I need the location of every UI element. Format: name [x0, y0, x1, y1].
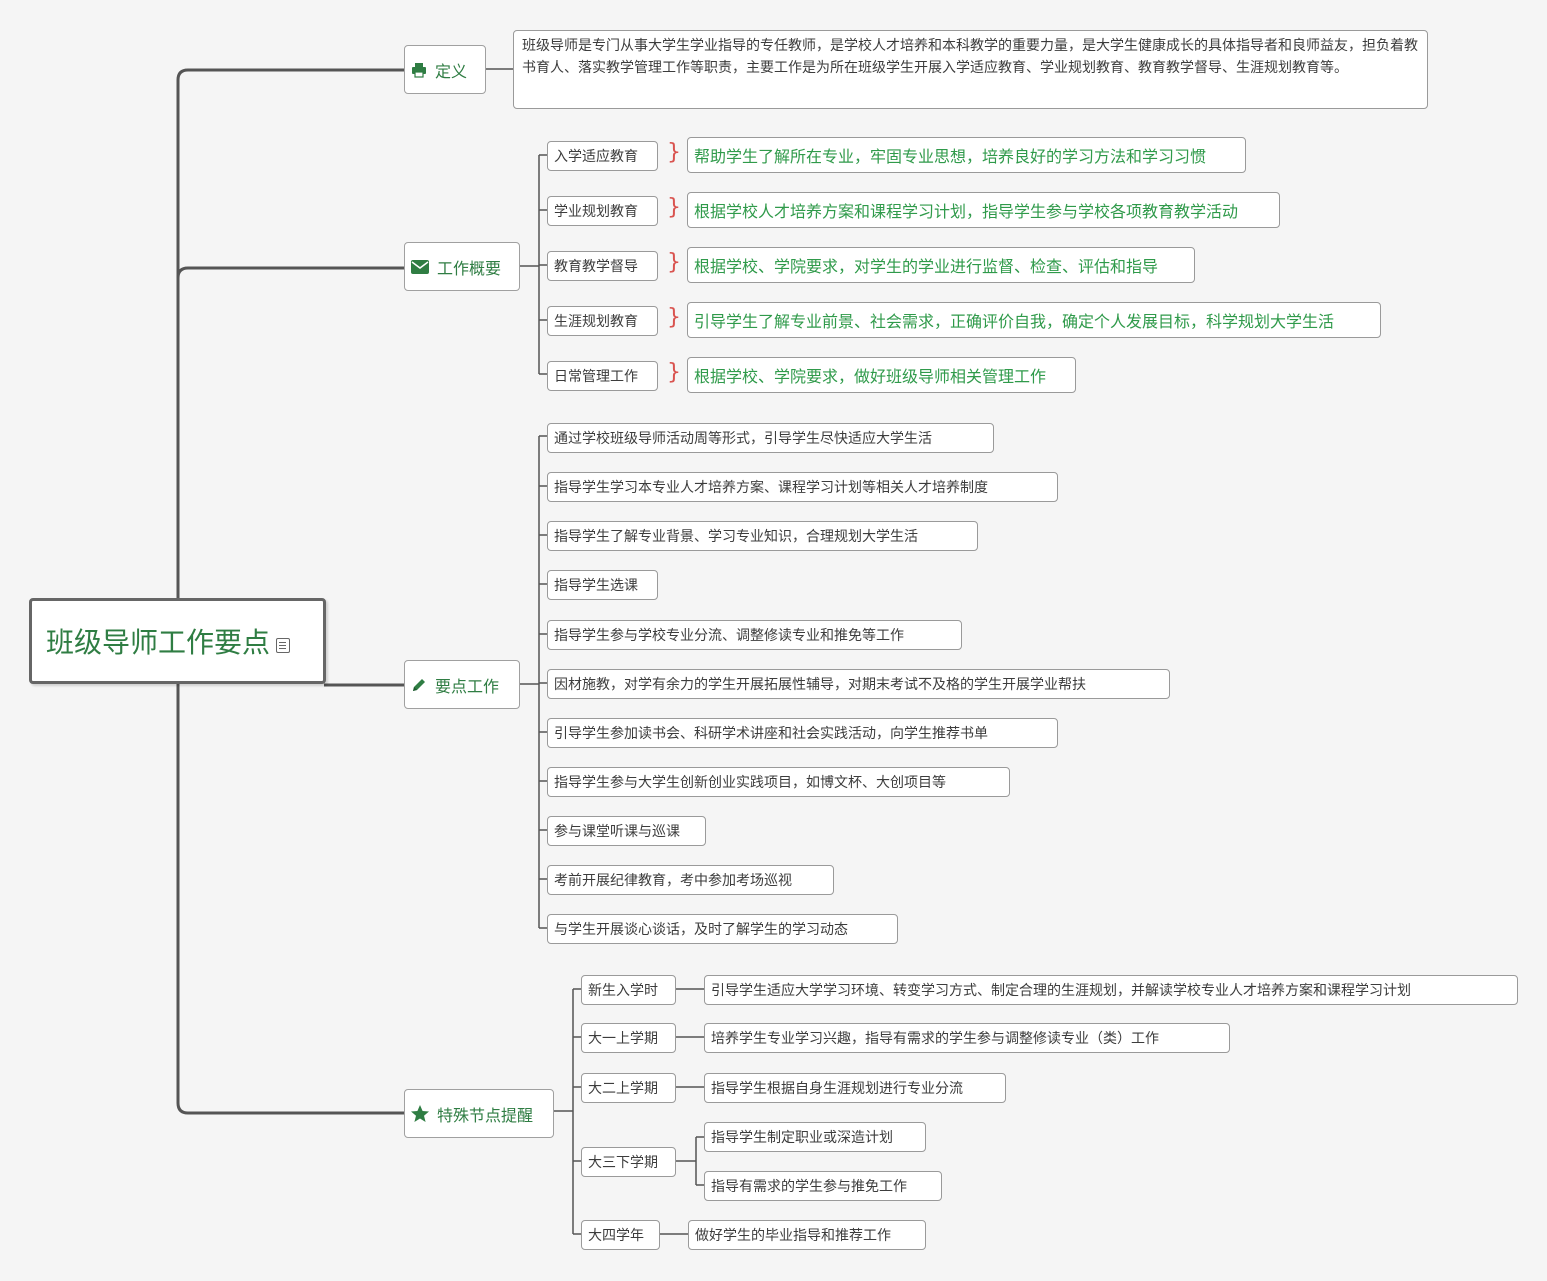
overview-item-name: 日常管理工作 [554, 369, 638, 385]
trunk-line [176, 68, 404, 600]
special-item-name: 大三下学期 [588, 1155, 658, 1171]
key-point-item[interactable]: 通过学校班级导师活动周等形式，引导学生尽快适应大学生活 [547, 423, 994, 453]
special-item-name: 大一上学期 [588, 1031, 658, 1047]
special-desc[interactable]: 做好学生的毕业指导和推荐工作 [688, 1220, 926, 1250]
special-desc-text: 做好学生的毕业指导和推荐工作 [695, 1228, 891, 1244]
overview-desc[interactable]: 引导学生了解专业前景、社会需求，正确评价自我，确定个人发展目标，科学规划大学生活 [687, 302, 1381, 338]
overview-bracket [519, 154, 547, 375]
key-point-text: 考前开展纪律教育，考中参加考场巡视 [554, 873, 792, 889]
special-desc[interactable]: 培养学生专业学习兴趣，指导有需求的学生参与调整修读专业（类）工作 [704, 1023, 1230, 1053]
special-desc-text: 培养学生专业学习兴趣，指导有需求的学生参与调整修读专业（类）工作 [711, 1031, 1159, 1047]
star-icon [411, 1105, 429, 1122]
key-point-item[interactable]: 指导学生参与学校专业分流、调整修读专业和推免等工作 [547, 620, 962, 650]
trunk-line [176, 266, 404, 279]
key-point-text: 通过学校班级导师活动周等形式，引导学生尽快适应大学生活 [554, 431, 932, 447]
branch-label: 特殊节点提醒 [437, 1105, 534, 1125]
overview-desc-text: 引导学生了解专业前景、社会需求，正确评价自我，确定个人发展目标，科学规划大学生活 [694, 312, 1335, 331]
overview-item-name: 入学适应教育 [554, 149, 638, 165]
special-item[interactable]: 大一上学期 [581, 1023, 676, 1053]
overview-desc-text: 根据学校、学院要求，对学生的学业进行监督、检查、评估和指导 [694, 257, 1159, 276]
overview-item[interactable]: 生涯规划教育 [547, 306, 658, 336]
note-icon[interactable] [276, 637, 291, 653]
branch-overview[interactable]: 工作概要 [404, 242, 520, 291]
key-point-text: 指导学生选课 [554, 578, 638, 594]
special-desc[interactable]: 引导学生适应大学学习环境、转变学习方式、制定合理的生涯规划，并解读学校专业人才培… [704, 975, 1518, 1005]
brace-icon: } [667, 305, 681, 330]
special-item-name: 新生入学时 [588, 983, 658, 999]
branch-label: 工作概要 [437, 258, 502, 278]
key-point-item[interactable]: 引导学生参加读书会、科研学术讲座和社会实践活动，向学生推荐书单 [547, 718, 1058, 748]
definition-text[interactable]: 班级导师是专门从事大学生学业指导的专任教师，是学校人才培养和本科教学的重要力量，… [513, 30, 1428, 109]
special-item-name: 大四学年 [588, 1228, 644, 1244]
overview-item[interactable]: 教育教学督导 [547, 251, 658, 281]
branch-key-points[interactable]: 要点工作 [404, 660, 520, 709]
key-point-text: 因材施教，对学有余力的学生开展拓展性辅导，对期末考试不及格的学生开展学业帮扶 [554, 677, 1086, 693]
overview-desc[interactable]: 根据学校、学院要求，对学生的学业进行监督、检查、评估和指导 [687, 247, 1195, 283]
key-point-item[interactable]: 因材施教，对学有余力的学生开展拓展性辅导，对期末考试不及格的学生开展学业帮扶 [547, 669, 1170, 699]
root-topic[interactable]: 班级导师工作要点 [29, 598, 326, 684]
overview-desc-text: 根据学校人才培养方案和课程学习计划，指导学生参与学校各项教育教学活动 [694, 202, 1239, 221]
overview-item[interactable]: 日常管理工作 [547, 361, 658, 391]
special-item[interactable]: 大三下学期 [581, 1147, 676, 1177]
overview-desc-text: 根据学校、学院要求，做好班级导师相关管理工作 [694, 367, 1047, 386]
definition-content: 班级导师是专门从事大学生学业指导的专任教师，是学校人才培养和本科教学的重要力量，… [522, 38, 1418, 76]
overview-desc[interactable]: 根据学校人才培养方案和课程学习计划，指导学生参与学校各项教育教学活动 [687, 192, 1280, 228]
brace-icon: } [667, 250, 681, 275]
overview-desc-text: 帮助学生了解所在专业，牢固专业思想，培养良好的学习方法和学习习惯 [694, 147, 1207, 166]
special-desc-lines [660, 988, 704, 1235]
branch-special[interactable]: 特殊节点提醒 [404, 1089, 554, 1138]
branch-label: 要点工作 [435, 676, 500, 696]
envelope-icon [411, 259, 429, 274]
key-point-text: 与学生开展谈心谈话，及时了解学生的学习动态 [554, 922, 848, 938]
overview-item[interactable]: 入学适应教育 [547, 141, 658, 171]
key-point-item[interactable]: 考前开展纪律教育，考中参加考场巡视 [547, 865, 834, 895]
key-point-item[interactable]: 与学生开展谈心谈话，及时了解学生的学习动态 [547, 914, 898, 944]
key-point-item[interactable]: 指导学生选课 [547, 570, 658, 600]
branch-definition[interactable]: 定义 [404, 45, 486, 94]
special-desc-text: 指导学生制定职业或深造计划 [711, 1130, 893, 1146]
special-desc-text: 指导学生根据自身生涯规划进行专业分流 [711, 1081, 963, 1097]
special-bracket [553, 988, 581, 1235]
key-point-text: 指导学生参与大学生创新创业实践项目，如博文杯、大创项目等 [554, 775, 946, 791]
branch-label: 定义 [435, 61, 468, 81]
root-title: 班级导师工作要点 [46, 626, 271, 659]
special-desc[interactable]: 指导学生制定职业或深造计划 [704, 1122, 926, 1152]
special-item[interactable]: 大四学年 [581, 1220, 660, 1250]
trunk-line [176, 683, 404, 1115]
key-point-text: 参与课堂听课与巡课 [554, 824, 680, 840]
special-item[interactable]: 大二上学期 [581, 1073, 676, 1103]
special-desc-text: 指导有需求的学生参与推免工作 [711, 1179, 907, 1195]
key-point-item[interactable]: 参与课堂听课与巡课 [547, 816, 706, 846]
special-desc[interactable]: 指导学生根据自身生涯规划进行专业分流 [704, 1073, 1006, 1103]
overview-desc[interactable]: 帮助学生了解所在专业，牢固专业思想，培养良好的学习方法和学习习惯 [687, 137, 1246, 173]
overview-item-name: 学业规划教育 [554, 204, 638, 220]
pencil-icon [411, 677, 427, 693]
overview-item[interactable]: 学业规划教育 [547, 196, 658, 226]
key-point-text: 指导学生学习本专业人才培养方案、课程学习计划等相关人才培养制度 [554, 480, 988, 496]
brace-icon: } [667, 360, 681, 385]
key-point-item[interactable]: 指导学生参与大学生创新创业实践项目，如博文杯、大创项目等 [547, 767, 1010, 797]
special-desc[interactable]: 指导有需求的学生参与推免工作 [704, 1171, 942, 1201]
printer-icon [411, 62, 427, 78]
key-point-text: 引导学生参加读书会、科研学术讲座和社会实践活动，向学生推荐书单 [554, 726, 988, 742]
special-desc-text: 引导学生适应大学学习环境、转变学习方式、制定合理的生涯规划，并解读学校专业人才培… [711, 983, 1411, 999]
key-point-text: 指导学生参与学校专业分流、调整修读专业和推免等工作 [554, 628, 904, 644]
overview-item-name: 教育教学督导 [554, 259, 638, 275]
brace-icon: } [667, 140, 681, 165]
brace-icon: } [667, 195, 681, 220]
special-item[interactable]: 新生入学时 [581, 975, 676, 1005]
keypoints-bracket [519, 435, 547, 929]
special-item-name: 大二上学期 [588, 1081, 658, 1097]
key-point-text: 指导学生了解专业背景、学习专业知识，合理规划大学生活 [554, 529, 918, 545]
key-point-item[interactable]: 指导学生了解专业背景、学习专业知识，合理规划大学生活 [547, 521, 978, 551]
overview-desc[interactable]: 根据学校、学院要求，做好班级导师相关管理工作 [687, 357, 1076, 393]
overview-item-name: 生涯规划教育 [554, 314, 638, 330]
key-point-item[interactable]: 指导学生学习本专业人才培养方案、课程学习计划等相关人才培养制度 [547, 472, 1058, 502]
